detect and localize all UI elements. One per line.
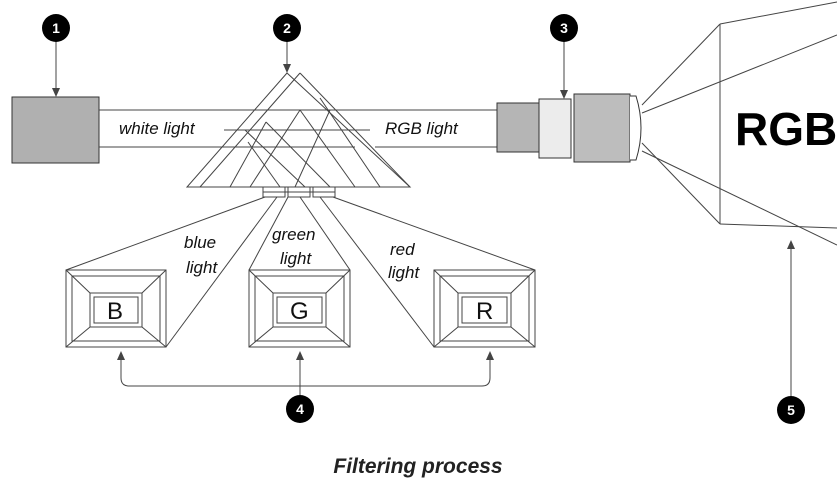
callout-2: 2: [273, 14, 301, 42]
color-rays: [65, 196, 536, 348]
callout-4: 4: [286, 395, 314, 423]
figure-caption: Filtering process: [333, 455, 502, 478]
screen-rgb-text: RGB: [735, 103, 837, 155]
rgb-light-beam: [335, 109, 497, 148]
panel-b-letter: B: [107, 298, 123, 325]
panel-r-letter: R: [476, 298, 493, 325]
lcd-panel-green: G: [248, 269, 351, 348]
prism: [185, 72, 412, 198]
panels-bracket: [117, 351, 494, 395]
svg-text:1: 1: [52, 20, 60, 36]
svg-text:5: 5: [787, 402, 795, 418]
projection-screen: [719, 1, 837, 229]
projection-cone: [641, 23, 837, 246]
lamp: [11, 96, 100, 164]
svg-text:3: 3: [560, 20, 568, 36]
red-light-label-2: light: [388, 263, 420, 282]
callout-3: 3: [550, 14, 578, 42]
green-light-label-1: green: [272, 225, 315, 244]
lcd-panel-blue: B: [65, 269, 167, 348]
green-light-label-2: light: [280, 249, 312, 268]
white-light-label: white light: [119, 119, 196, 138]
blue-light-label-2: light: [186, 258, 218, 277]
blue-light-label-1: blue: [184, 233, 216, 252]
lcd-panel-red: R: [433, 269, 536, 348]
panel-g-letter: G: [290, 298, 309, 325]
svg-text:4: 4: [296, 401, 304, 417]
callout-1: 1: [42, 14, 70, 42]
callout-pointers: [52, 40, 795, 398]
projection-lens: [496, 93, 642, 163]
red-light-label-1: red: [390, 240, 415, 259]
callout-5: 5: [777, 396, 805, 424]
rgb-light-label: RGB light: [385, 119, 459, 138]
svg-text:2: 2: [283, 20, 291, 36]
